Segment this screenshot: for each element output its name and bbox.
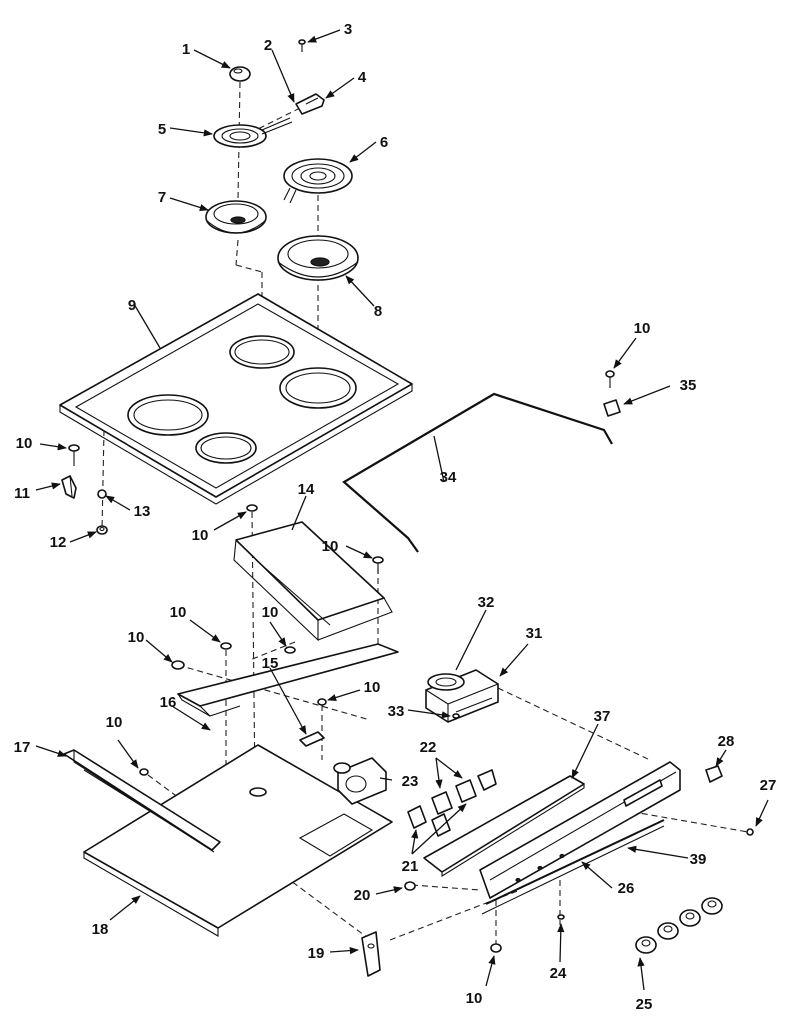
callout-18: 18 <box>92 921 109 938</box>
leader-lines <box>35 29 769 991</box>
callout-10-a: 10 <box>16 435 33 452</box>
callout-10-e: 10 <box>170 604 187 621</box>
part-screw-24 <box>557 914 565 920</box>
callout-labels: 1 2 3 4 5 6 7 8 9 10 10 10 10 10 10 10 1… <box>14 21 777 1013</box>
callout-10-d: 10 <box>322 538 339 555</box>
callout-21: 21 <box>402 858 419 875</box>
part-small-drip-bowl-7 <box>205 200 267 234</box>
part-spacer-13 <box>97 489 107 499</box>
callout-13: 13 <box>134 503 151 520</box>
callout-11: 11 <box>14 485 30 502</box>
callout-10-b: 10 <box>634 320 651 337</box>
part-knobs-22 <box>431 769 497 815</box>
callout-33: 33 <box>388 703 405 720</box>
callout-35: 35 <box>680 377 697 394</box>
callout-7: 7 <box>158 189 166 206</box>
callout-22: 22 <box>420 739 437 756</box>
part-screw-3 <box>298 39 306 52</box>
part-rear-bracket-14 <box>233 521 393 642</box>
part-bracket-19 <box>361 931 381 977</box>
part-screws-10-trim <box>139 642 327 776</box>
callout-10-h: 10 <box>364 679 381 696</box>
callout-27: 27 <box>760 777 777 794</box>
part-knobs-21 <box>407 805 451 837</box>
part-knob-28 <box>705 765 723 783</box>
part-switch-23 <box>333 757 387 805</box>
callout-26: 26 <box>618 880 635 897</box>
callout-6: 6 <box>380 134 388 151</box>
callout-19: 19 <box>308 945 325 962</box>
part-screw-10-left <box>68 444 80 466</box>
callout-10-i: 10 <box>106 714 123 731</box>
part-large-drip-bowl-8 <box>277 235 359 281</box>
part-clip-15 <box>299 731 325 747</box>
part-nut-20 <box>404 881 416 891</box>
part-large-burner-element-6 <box>283 158 353 204</box>
part-small-burner-element-5 <box>213 117 293 148</box>
callout-10-j: 10 <box>466 990 483 1007</box>
part-clip-35 <box>603 399 621 417</box>
part-screw-10-top <box>246 504 258 512</box>
callout-1: 1 <box>182 41 190 58</box>
callout-10-g: 10 <box>128 629 145 646</box>
callout-25: 25 <box>636 996 653 1013</box>
part-knob-set-25 <box>635 897 723 954</box>
callout-15: 15 <box>262 655 279 672</box>
callout-4: 4 <box>358 69 367 86</box>
part-body-panel-18 <box>83 744 393 937</box>
callout-10-c: 10 <box>192 527 209 544</box>
part-wire-harness-34 <box>342 392 613 553</box>
part-side-rail-17 <box>63 749 221 853</box>
callout-8: 8 <box>374 303 382 320</box>
callout-14: 14 <box>298 481 315 498</box>
part-screw-27 <box>746 828 754 836</box>
callout-37: 37 <box>594 708 611 725</box>
callout-5: 5 <box>158 121 166 138</box>
part-control-panel-26 <box>479 761 681 899</box>
part-screw-10-bracket <box>372 556 384 574</box>
part-cooktop-9 <box>59 293 413 505</box>
callout-3: 3 <box>344 21 352 38</box>
callout-16: 16 <box>160 694 177 711</box>
part-panel-strip-37 <box>423 775 585 877</box>
callout-39: 39 <box>690 851 707 868</box>
part-screw-33 <box>452 713 460 719</box>
callout-32: 32 <box>478 594 495 611</box>
part-nut-10-bottom <box>490 943 502 953</box>
part-knob-1 <box>229 66 251 82</box>
callout-10-f: 10 <box>262 604 279 621</box>
callout-12: 12 <box>50 534 67 551</box>
part-bracket-2-4 <box>295 93 325 115</box>
part-clip-11 <box>61 475 77 499</box>
part-terminal-32 <box>427 673 465 691</box>
callout-17: 17 <box>14 739 31 756</box>
callout-34: 34 <box>440 469 457 486</box>
part-screw-10-right <box>605 370 615 388</box>
callout-24: 24 <box>550 965 567 982</box>
callout-20: 20 <box>354 887 371 904</box>
part-rod-39 <box>481 819 665 915</box>
callout-2: 2 <box>264 37 272 54</box>
callout-9: 9 <box>128 297 136 314</box>
part-front-trim-16 <box>177 643 399 717</box>
callout-28: 28 <box>718 733 735 750</box>
callout-31: 31 <box>526 625 543 642</box>
part-nut-12 <box>96 525 108 535</box>
callout-23: 23 <box>402 773 419 790</box>
